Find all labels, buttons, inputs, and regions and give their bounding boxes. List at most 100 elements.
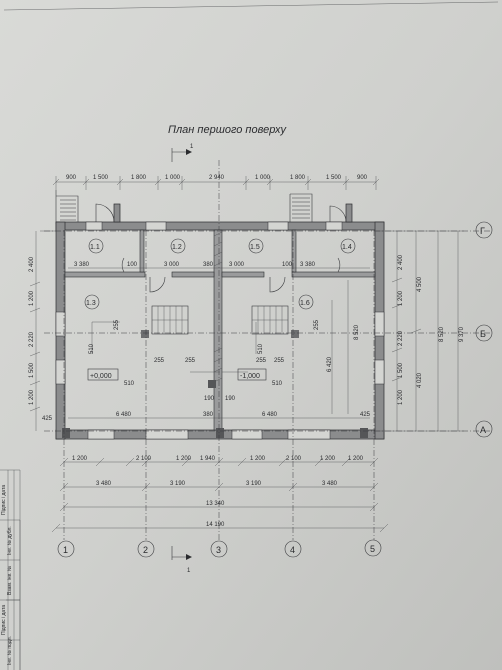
- dim-255-f: 255: [314, 319, 320, 330]
- dim-255-d: 255: [185, 358, 196, 364]
- dim-380-top: 380: [203, 262, 214, 268]
- interior-walls: [64, 229, 376, 431]
- right-dim-4: 1 500: [398, 362, 404, 378]
- right-porch: [289, 193, 313, 222]
- dim-510-c: 510: [124, 381, 135, 387]
- stamp-label-1: Підпис і дата: [1, 485, 7, 515]
- dim-425-left: 425: [42, 416, 53, 422]
- dim-100-right: 100: [282, 262, 293, 268]
- left-dim-5: 1 200: [29, 389, 35, 405]
- stair-left: [141, 305, 189, 338]
- axis-lines: [44, 160, 490, 540]
- top-dim-1: 900: [66, 175, 77, 181]
- top-dim-tick: [372, 176, 380, 190]
- bottom-dimension-chains: 1 200 2 100 1 200 1 940 1 200 2 100 1 20…: [51, 456, 389, 533]
- axis-y-G: Г: [480, 226, 485, 236]
- right-mid-dim-2: 4 020: [417, 372, 423, 388]
- axis-x-2: 2: [143, 545, 148, 555]
- stair-right: [251, 305, 299, 338]
- left-dim-3: 2 220: [29, 331, 35, 347]
- dim-3380-left: 3 380: [74, 262, 90, 268]
- room-1-5: 1.5: [250, 244, 260, 251]
- bottom-dim-1-6: 2 100: [286, 456, 302, 462]
- bottom-dim-1-4: 1 940: [200, 456, 216, 462]
- top-dim-9: 900: [357, 175, 368, 181]
- dim-6420-interior: 6 420: [327, 356, 333, 372]
- left-dim-4: 1 500: [29, 362, 35, 378]
- stamp-label-4: Підпис і дата: [1, 605, 7, 635]
- interior-dimensions: [68, 267, 370, 419]
- bottom-dim-1-7: 1 200: [320, 456, 336, 462]
- bottom-dim-2-3: 3 190: [246, 481, 262, 487]
- bottom-dim-1-5: 1 200: [250, 456, 266, 462]
- section-mark-top-label: 1: [190, 144, 194, 150]
- right-dim-5: 1 200: [398, 389, 404, 405]
- top-dim-7: 1 800: [290, 175, 306, 181]
- dim-8520-interior: 8 520: [354, 324, 360, 340]
- dim-190-b: 190: [225, 396, 236, 402]
- stamp-label-3: Взам. інв. №: [7, 566, 13, 595]
- axis-y-B: Б: [480, 329, 486, 339]
- dim-6480-right: 6 480: [262, 412, 278, 418]
- top-dim-tick: [242, 176, 250, 190]
- dim-510-d: 510: [272, 381, 283, 387]
- room-1-4: 1.4: [342, 244, 352, 251]
- bottom-dim-3: 13 340: [206, 501, 225, 507]
- interior-doors: [121, 257, 341, 293]
- bottom-dim-2-2: 3 190: [170, 481, 186, 487]
- bottom-dim-4: 14 190: [206, 522, 225, 528]
- section-mark-bottom: 1: [171, 546, 192, 574]
- plan-title: План першого поверху: [168, 124, 287, 136]
- axis-x-3: 3: [216, 545, 221, 555]
- room-1-2: 1.2: [172, 244, 182, 251]
- axis-x-4: 4: [290, 545, 295, 555]
- section-mark-bottom-label: 1: [187, 568, 191, 574]
- dim-3000-right: 3 000: [229, 262, 245, 268]
- left-dimension-chain: 2 400 1 200 2 220 1 500 1 200: [29, 230, 56, 431]
- right-dim-3: 2 220: [398, 330, 404, 346]
- dim-255-e: 255: [114, 319, 120, 330]
- dim-380-bottom: 380: [203, 412, 214, 418]
- top-dimension-chain: 900 1 500 1 800 1 000 2 940 1 000 1 800 …: [52, 175, 380, 190]
- top-dim-3: 1 800: [131, 175, 147, 181]
- bottom-dim-2-4: 3 480: [322, 481, 338, 487]
- right-total-dim: 9 370: [459, 326, 465, 342]
- room-1-1: 1.1: [90, 244, 100, 251]
- stamp-label-5: Інв. № подл.: [7, 636, 13, 665]
- left-porch: [55, 190, 79, 224]
- right-outer-dim: 8 520: [439, 326, 445, 342]
- dim-100-left: 100: [127, 262, 138, 268]
- room-tags: 1.1 1.2 1.5 1.4 1.3 1.6: [84, 238, 356, 310]
- right-dim-1: 2 400: [398, 254, 404, 270]
- top-dim-2: 1 500: [93, 175, 109, 181]
- dim-255-a: 255: [154, 358, 165, 364]
- top-dim-tick: [342, 176, 350, 190]
- top-dim-tick: [52, 176, 60, 190]
- dim-6480-left: 6 480: [116, 412, 132, 418]
- dim-425-right: 425: [360, 412, 371, 418]
- dim-255-b: 255: [256, 358, 267, 364]
- dim-510-b: 510: [258, 343, 264, 354]
- top-dim-tick: [116, 176, 124, 190]
- top-dim-tick: [82, 176, 90, 190]
- room-1-3: 1.3: [86, 300, 96, 307]
- dim-3000-left: 3 000: [164, 262, 180, 268]
- top-dim-5: 2 940: [209, 175, 225, 181]
- axis-y-A: А: [480, 425, 486, 435]
- stamp-label-2: Інв. № дубл.: [7, 526, 13, 555]
- top-dim-tick: [304, 176, 312, 190]
- section-mark-top: 1: [171, 144, 194, 162]
- dim-190-a: 190: [204, 396, 215, 402]
- level-minus-1: -1,000: [240, 373, 260, 380]
- stamp-block: Підпис і дата Інв. № дубл. Взам. інв. № …: [0, 469, 21, 670]
- top-dim-6: 1 000: [255, 175, 271, 181]
- top-dim-4: 1 000: [165, 175, 181, 181]
- left-dim-1: 2 400: [29, 256, 35, 272]
- bottom-dim-1-1: 1 200: [72, 456, 88, 462]
- axis-x-1: 1: [63, 545, 68, 555]
- axis-bubbles-x: 1 2 3 4 5: [57, 539, 382, 558]
- bottom-dim-2-1: 3 480: [96, 481, 112, 487]
- right-dim-2: 1 200: [398, 290, 404, 306]
